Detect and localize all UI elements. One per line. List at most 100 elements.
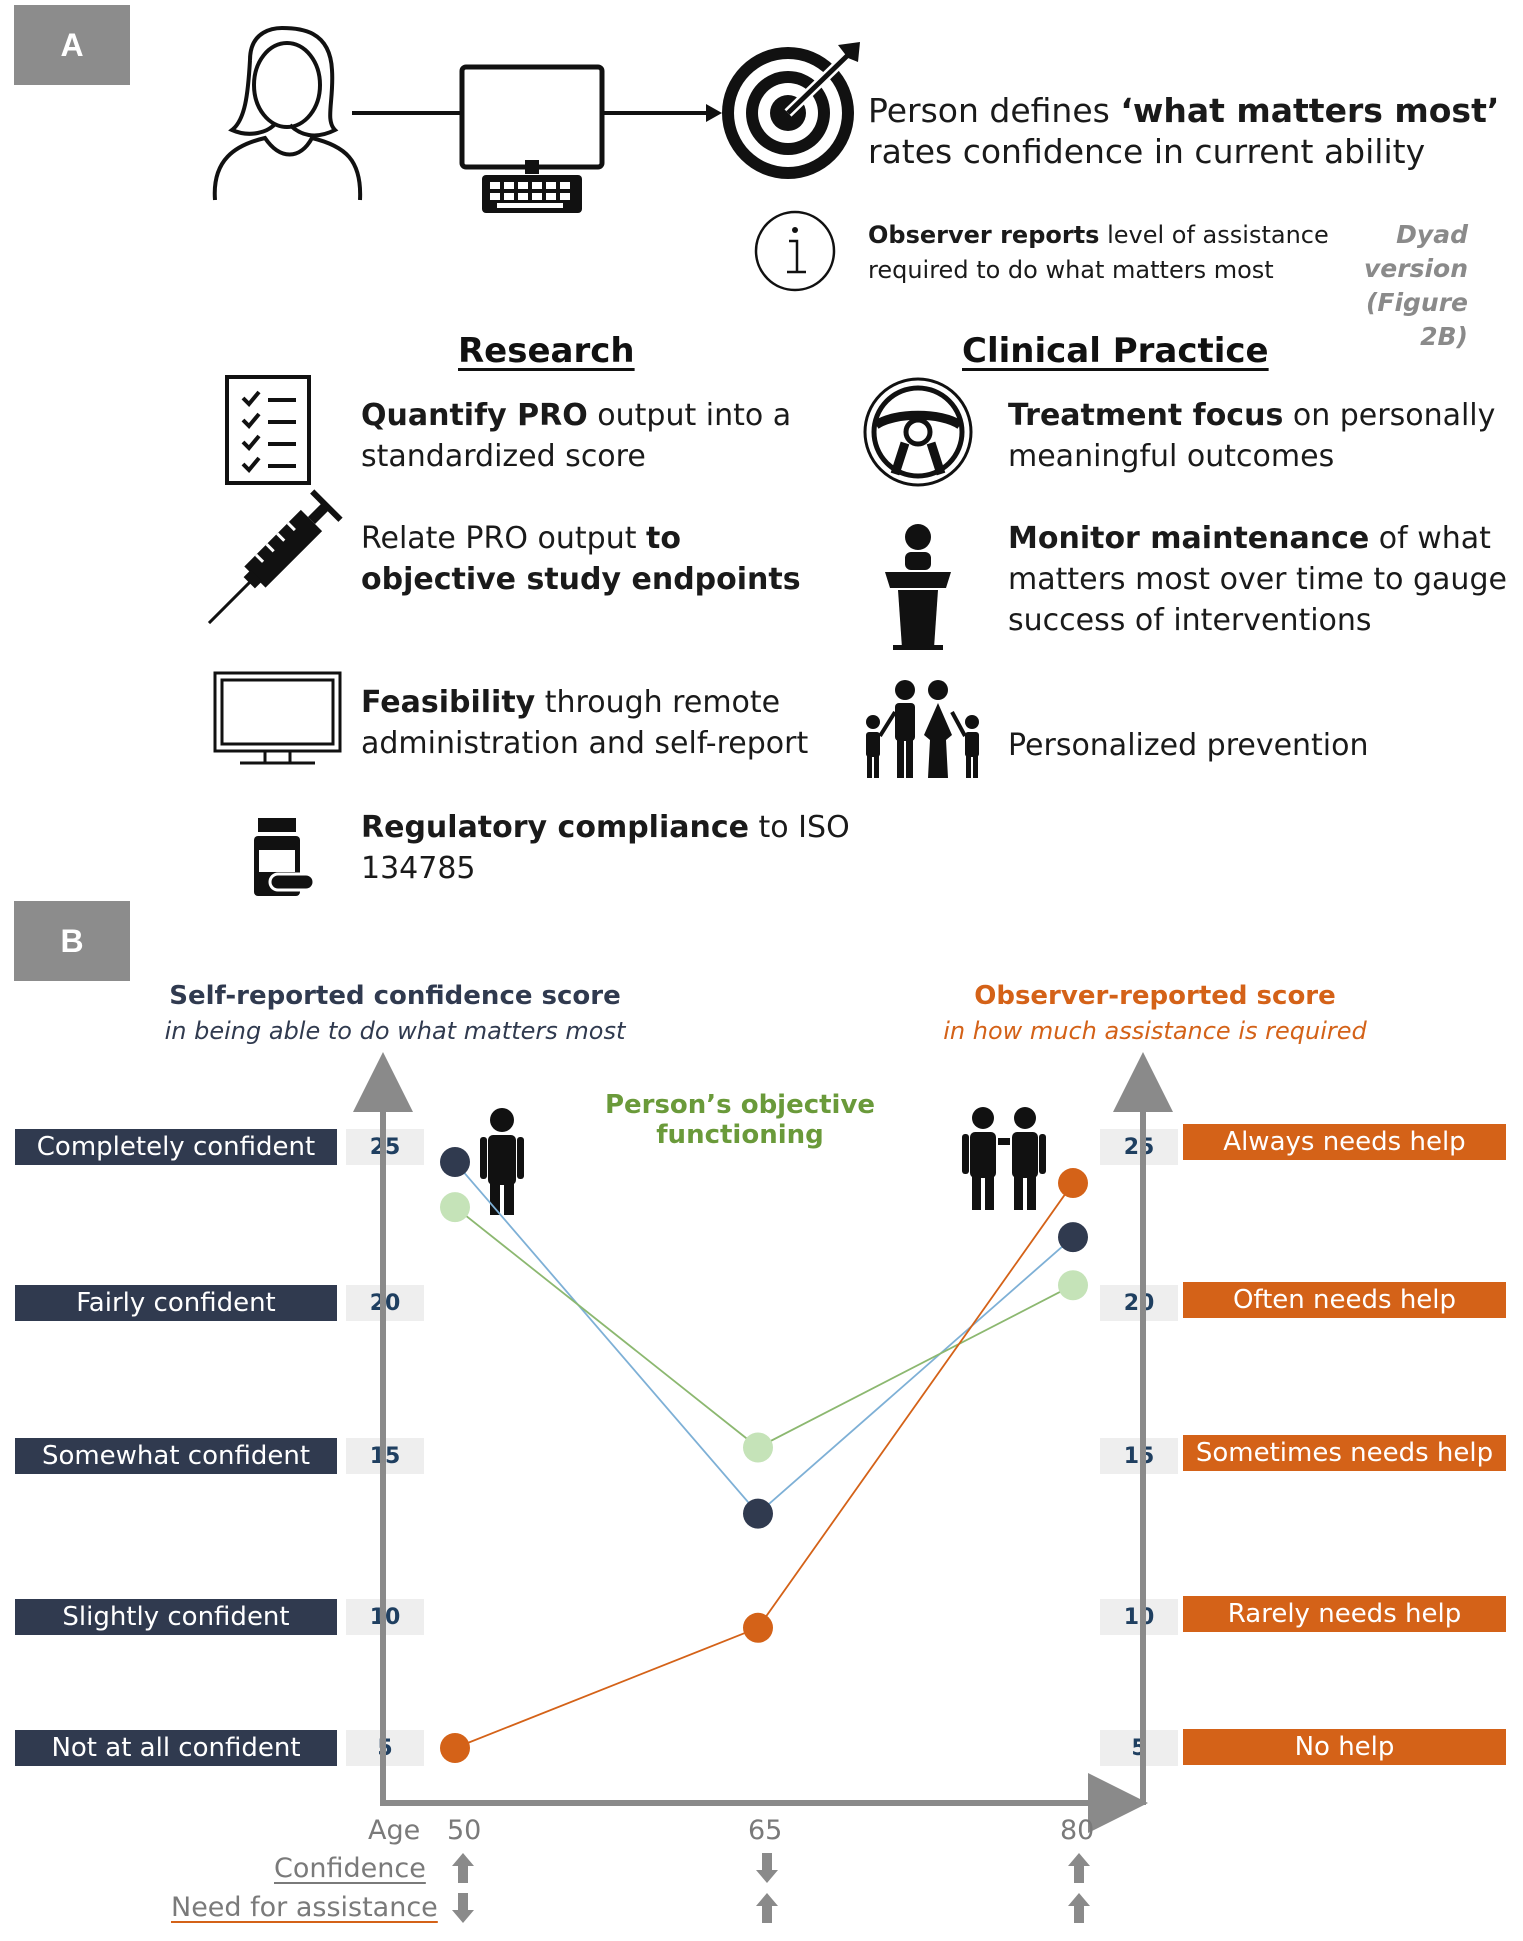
panel-b-tag-text: B	[60, 922, 84, 959]
left-title: Self-reported confidence score	[169, 981, 621, 1011]
confidence-row-label: Confidence	[274, 1853, 426, 1884]
right-tick-25: 25	[1100, 1129, 1178, 1165]
person-defines-bold: ‘what matters most’	[1120, 91, 1500, 130]
feasibility-rest: through remote	[535, 685, 781, 720]
right-title-block: Observer-reported score in how much assi…	[915, 978, 1395, 1048]
person-defines-text: Person defines ‘what matters most’ rates…	[868, 90, 1499, 172]
monitor-line2: matters most over time to gauge	[1008, 562, 1507, 597]
observer-reported-point-age-80	[1058, 1168, 1088, 1199]
podium-icon	[885, 524, 951, 650]
clinical-item-monitor: Monitor maintenance of what matters most…	[1008, 518, 1507, 641]
self-reported-point-age-65	[743, 1498, 773, 1529]
treatment-line2: meaningful outcomes	[1008, 439, 1335, 474]
x-tick-80: 80	[1060, 1815, 1095, 1846]
target-icon	[722, 42, 860, 179]
panel-a-tag-text: A	[60, 26, 84, 63]
clinical-item-prevention: Personalized prevention	[1008, 728, 1369, 763]
right-tick-10: 10	[1100, 1599, 1178, 1635]
research-heading: Research	[458, 331, 635, 371]
objective-functioning-point-age-50	[440, 1192, 470, 1223]
observer-reported-line	[454, 1182, 1074, 1749]
left-level-2: Somewhat confident	[15, 1438, 337, 1474]
right-level-3: Rarely needs help	[1183, 1596, 1506, 1632]
panel-b-tag: B	[14, 901, 130, 981]
x-tick-50: 50	[447, 1815, 482, 1846]
right-tick-15: 15	[1100, 1438, 1178, 1474]
quantify-line2: standardized score	[361, 439, 646, 474]
quantify-bold: Quantify PRO	[361, 398, 588, 433]
age-label: Age	[368, 1815, 421, 1846]
dyad-version-note: Dyad version (Figure 2B)	[1313, 218, 1468, 354]
clinical-practice-heading: Clinical Practice	[962, 331, 1269, 371]
assistance-arrow-up-age-80	[1068, 1893, 1090, 1923]
relate-line2: objective study endpoints	[361, 562, 801, 597]
assistance-row-label: Need for assistance	[171, 1892, 438, 1923]
monitor-line3: success of interventions	[1008, 603, 1372, 638]
clinical-item-treatment: Treatment focus on personally meaningful…	[1008, 395, 1495, 477]
objective-functioning-line	[454, 1206, 1074, 1449]
assistance-arrow-down-age-50	[452, 1893, 474, 1923]
pill-bottle-icon	[254, 818, 316, 896]
observer-line2: required to do what matters most	[868, 256, 1274, 284]
right-tick-20: 20	[1100, 1285, 1178, 1321]
info-icon	[754, 210, 836, 292]
left-title-block: Self-reported confidence score in being …	[150, 978, 640, 1048]
treatment-rest: on personally	[1283, 398, 1496, 433]
single-person-icon	[480, 1108, 524, 1215]
regulatory-line2: 134785	[361, 851, 476, 886]
observer-text: Observer reports level of assistance req…	[868, 218, 1329, 288]
regulatory-rest: to ISO	[748, 810, 850, 845]
right-level-0: Always needs help	[1183, 1124, 1506, 1160]
left-level-3: Slightly confident	[15, 1599, 337, 1635]
monitor-icon	[213, 671, 342, 765]
x-tick-65: 65	[748, 1815, 783, 1846]
right-level-4: No help	[1183, 1729, 1506, 1765]
family-icon	[866, 680, 979, 778]
dyad-line1: Dyad version	[1363, 220, 1468, 283]
arrow-head	[706, 104, 722, 122]
treatment-bold: Treatment focus	[1008, 398, 1284, 433]
dyad-people-icon	[962, 1107, 1046, 1210]
self-reported-point-age-80	[1058, 1222, 1088, 1253]
objective-functioning-point-age-65	[743, 1432, 773, 1463]
right-tick-5: 5	[1100, 1730, 1178, 1766]
feasibility-bold: Feasibility	[361, 685, 536, 720]
observer-bold: Observer reports	[868, 221, 1100, 249]
center-title: Person’s objective functioning	[604, 1090, 876, 1150]
person-defines-prefix: Person defines	[868, 91, 1121, 130]
relate-bold: to	[646, 521, 681, 556]
monitor-rest: of what	[1369, 521, 1491, 556]
regulatory-bold: Regulatory compliance	[361, 810, 749, 845]
syringe-icon	[207, 489, 343, 625]
objective-functioning-point-age-80	[1058, 1270, 1088, 1301]
research-item-regulatory: Regulatory compliance to ISO 134785	[361, 807, 850, 889]
quantify-rest: output into a	[587, 398, 792, 433]
left-level-0: Completely confident	[15, 1129, 337, 1165]
research-item-quantify: Quantify PRO output into a standardized …	[361, 395, 791, 477]
right-title: Observer-reported score	[974, 981, 1336, 1011]
left-level-4: Not at all confident	[15, 1730, 337, 1766]
confidence-arrow-up-age-80	[1068, 1853, 1090, 1883]
observer-rest: level of assistance	[1099, 221, 1329, 249]
panel-a-tag: A	[14, 5, 130, 85]
dyad-line2: (Figure 2B)	[1365, 288, 1468, 351]
research-item-relate: Relate PRO output to objective study end…	[361, 518, 801, 600]
research-item-feasibility: Feasibility through remote administratio…	[361, 682, 808, 764]
confidence-arrow-up-age-50	[452, 1853, 474, 1883]
computer-icon	[459, 64, 605, 213]
left-subtitle: in being able to do what matters most	[164, 1017, 626, 1045]
relate-pre: Relate PRO output	[361, 521, 646, 556]
person-defines-line2: rates confidence in current ability	[868, 132, 1426, 171]
confidence-arrow-down-age-65	[756, 1853, 778, 1883]
assistance-arrow-up-age-65	[756, 1893, 778, 1923]
checklist-icon	[225, 375, 311, 485]
right-level-2: Sometimes needs help	[1183, 1435, 1506, 1471]
self-reported-point-age-50	[440, 1147, 470, 1178]
monitor-bold: Monitor maintenance	[1008, 521, 1370, 556]
right-subtitle: in how much assistance is required	[943, 1017, 1367, 1045]
feasibility-line2: administration and self-report	[361, 726, 809, 761]
person-icon	[212, 25, 363, 201]
observer-reported-point-age-50	[440, 1733, 470, 1763]
